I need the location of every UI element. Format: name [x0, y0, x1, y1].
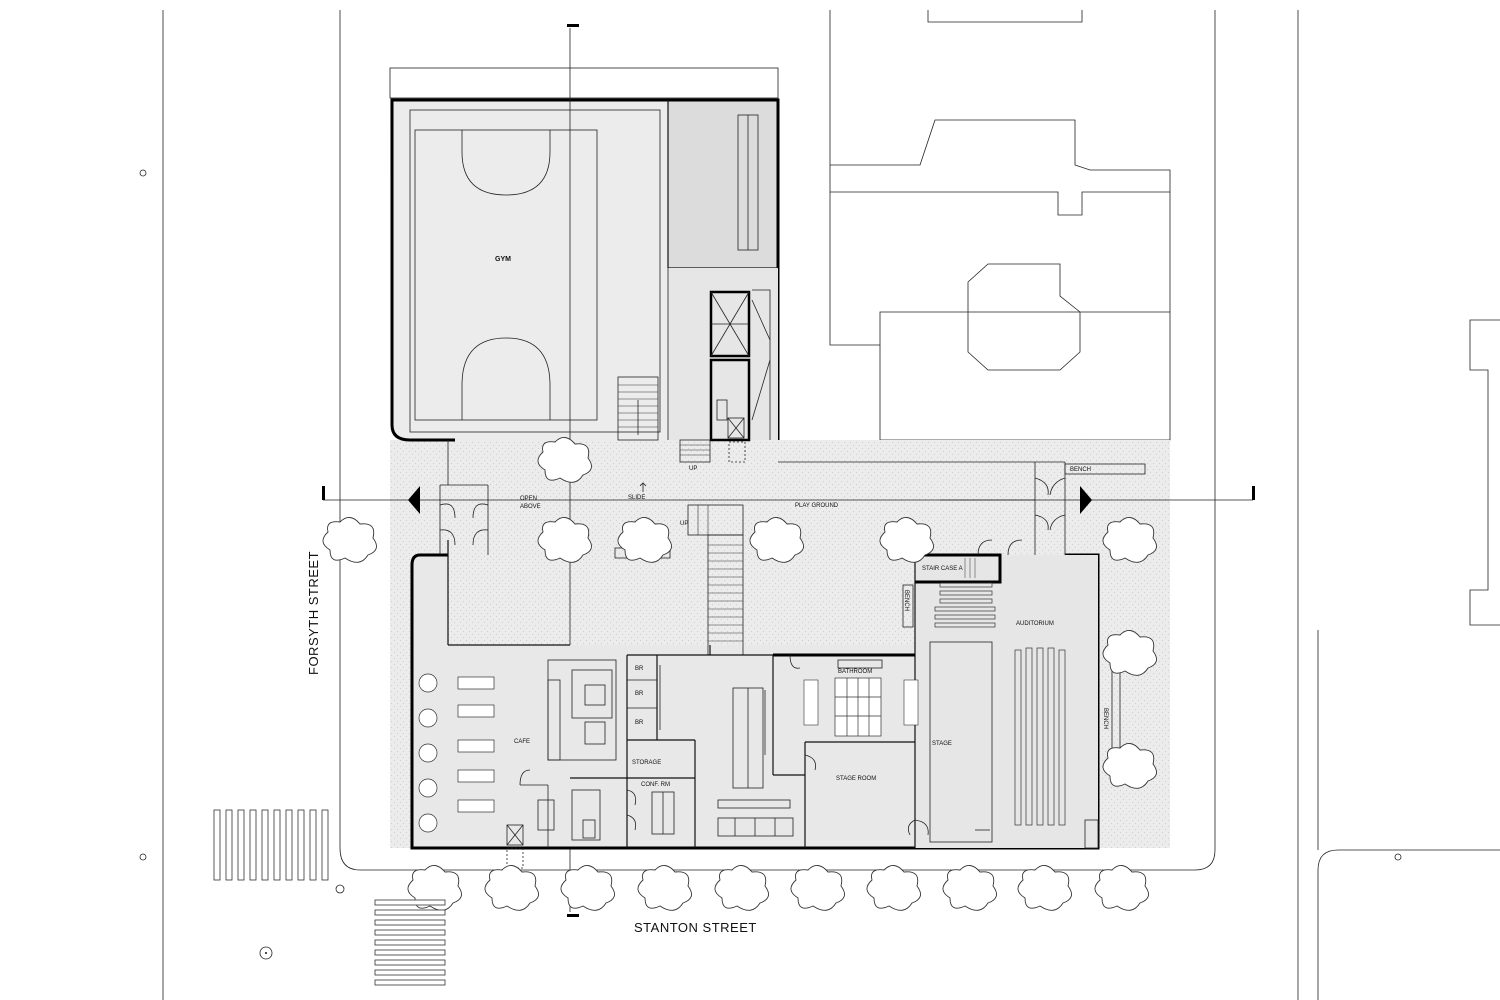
above-label: ABOVE	[520, 504, 541, 510]
bathroom-label: BATHROOM	[838, 669, 872, 675]
tree	[537, 437, 592, 483]
staircase-label: STAIR CASE A	[922, 566, 963, 572]
tree	[714, 865, 769, 911]
tree	[1017, 865, 1072, 911]
tree	[749, 517, 804, 563]
tree	[1102, 743, 1157, 789]
crosswalk-stanton	[374, 899, 446, 986]
playground: BENCH OPEN ABOVE SLIDE PLAY GROUND UP	[447, 440, 1146, 656]
stage-room-label: STAGE ROOM	[836, 776, 876, 782]
gym: GYM	[390, 98, 668, 442]
tree	[1102, 517, 1157, 563]
trees	[322, 437, 1157, 911]
tree	[866, 865, 921, 911]
auditorium-label: AUDITORIUM	[1016, 621, 1054, 627]
neighbor-buildings	[829, 10, 1171, 461]
tree	[484, 865, 539, 911]
storage-label: STORAGE	[632, 760, 661, 766]
cafe-label: CAFE	[514, 739, 530, 745]
tree	[617, 517, 672, 563]
tree	[942, 865, 997, 911]
conf-rm-label: CONF. RM	[641, 782, 670, 788]
tree	[637, 865, 692, 911]
tree	[790, 865, 845, 911]
br3-label: BR	[635, 720, 644, 726]
tree	[879, 517, 934, 563]
bench-left-label: BENCH	[903, 590, 909, 611]
upper-classroom	[667, 98, 780, 440]
bench-right-label: BENCH	[1102, 708, 1108, 729]
stanton-street-label: STANTON STREET	[634, 920, 757, 935]
stage-label: STAGE	[932, 741, 952, 747]
forsyth-street-label: FORSYTH STREET	[306, 551, 321, 675]
auditorium-block: STAIR CASE A BENCH AUDITORIUM STAGE	[902, 539, 1099, 849]
tree	[560, 865, 615, 911]
br2-label: BR	[635, 691, 644, 697]
playground-label: PLAY GROUND	[795, 503, 839, 509]
service-rooms: BR BR BR STORAGE CONF. RM	[570, 655, 696, 848]
gym-stair	[617, 376, 659, 441]
br1-label: BR	[635, 666, 644, 672]
open-label: OPEN	[520, 496, 537, 502]
crosswalk-forsyth	[213, 809, 329, 881]
up-label-stair: UP	[680, 521, 688, 527]
vertical-core: UP	[667, 268, 778, 472]
tree	[537, 517, 592, 563]
tree	[322, 517, 377, 563]
tree	[1094, 865, 1149, 911]
slide-label: SLIDE	[628, 495, 645, 501]
gym-label: GYM	[495, 256, 511, 263]
top-strip	[389, 67, 779, 99]
cafe: CAFE	[418, 659, 617, 869]
bathroom-block: BATHROOM STAGE ROOM	[772, 653, 919, 848]
tree	[1102, 630, 1157, 676]
up-label-core: UP	[689, 466, 697, 472]
bench-top-label: BENCH	[1070, 467, 1091, 473]
center-classroom	[627, 645, 794, 837]
